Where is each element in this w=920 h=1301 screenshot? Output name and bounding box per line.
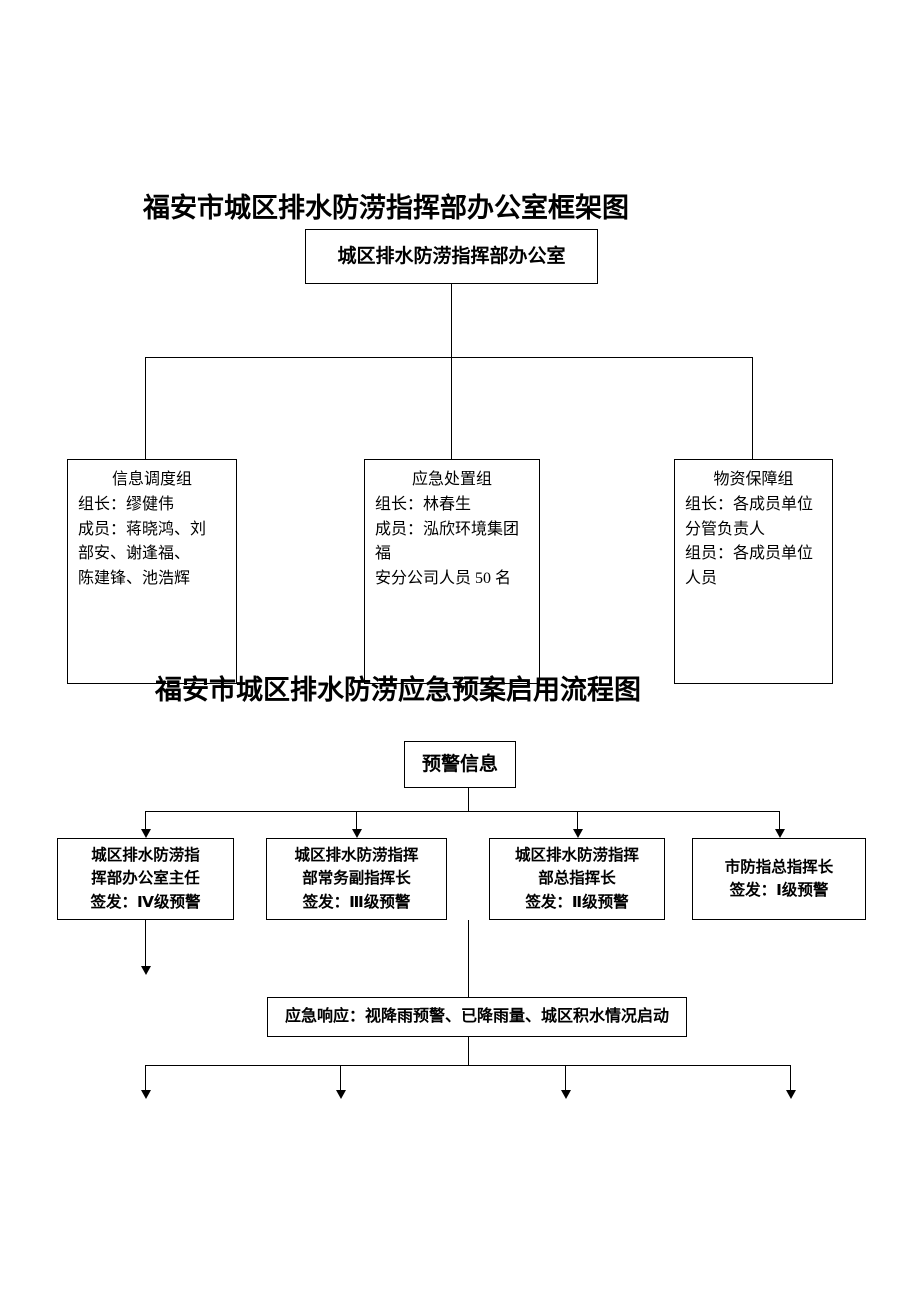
level-line: 城区排水防涝指 — [91, 847, 200, 865]
figure2-alert-label: 预警信息 — [421, 753, 498, 775]
connector-bottom-bus — [145, 1065, 790, 1066]
group-header: 应急处置组 — [411, 471, 492, 488]
arrow-icon — [573, 829, 583, 838]
figure1-title: 福安市城区排水防涝指挥部办公室框架图 — [143, 193, 629, 223]
connector-bottom-drop — [790, 1065, 791, 1090]
connector-alert-stem — [468, 788, 469, 811]
group-line: 分管负责人 — [685, 520, 766, 538]
arrow-icon — [352, 829, 362, 838]
connector-level-bus — [145, 811, 779, 812]
group-line: 部安、谢逢福、 — [78, 545, 191, 563]
level-line: 部总指挥长 — [538, 870, 616, 888]
figure2-alert-node: 预警信息 — [404, 741, 516, 788]
level-line: 市防指总指挥长 — [724, 858, 834, 876]
figure1-root-label: 城区排水防涝指挥部办公室 — [337, 245, 566, 267]
arrow-icon — [336, 1090, 346, 1099]
connector-level-drop — [779, 811, 780, 829]
connector-response-drop — [145, 920, 146, 966]
group-line: 安分公司人员 50 名 — [375, 570, 512, 588]
figure1-group-box: 应急处置组 组长：林春生 成员：泓欣环境集团福 安分公司人员 50 名 — [364, 459, 540, 684]
group-line: 成员：泓欣环境集团福 — [375, 520, 520, 563]
connector-bottom-drop — [340, 1065, 341, 1090]
group-line: 组员：各成员单位 — [685, 545, 814, 563]
figure2-title: 福安市城区排水防涝应急预案启用流程图 — [155, 675, 641, 705]
level-line: 签发：Ⅲ级预警 — [302, 893, 411, 911]
group-line: 组长：缪健伟 — [78, 495, 175, 513]
connector-level-drop — [577, 811, 578, 829]
arrow-icon — [141, 1090, 151, 1099]
group-line: 陈建锋、池浩辉 — [78, 570, 191, 588]
group-header: 信息调度组 — [111, 471, 192, 488]
figure2-level-box: 城区排水防涝指挥 部常务副指挥长 签发：Ⅲ级预警 — [266, 838, 447, 920]
connector-bottom-drop — [565, 1065, 566, 1090]
level-line: 签发：Ⅰ级预警 — [729, 882, 829, 899]
figure2-level-box: 城区排水防涝指 挥部办公室主任 签发：Ⅳ级预警 — [57, 838, 234, 920]
figure2-response-label: 应急响应：视降雨预警、已降雨量、城区积水情况启动 — [284, 1007, 669, 1025]
arrow-icon — [786, 1090, 796, 1099]
arrow-icon — [775, 829, 785, 838]
group-line: 成员：蒋晓鸿、刘 — [78, 520, 207, 538]
level-line: 挥部办公室主任 — [91, 870, 200, 888]
connector-level-drop — [356, 811, 357, 829]
connector-bus — [145, 357, 752, 358]
connector-level-drop — [145, 811, 146, 829]
group-line: 组长：林春生 — [375, 495, 472, 513]
connector-branch-mid — [451, 357, 452, 459]
level-line: 签发：Ⅳ级预警 — [90, 893, 201, 911]
connector-response-stem — [468, 920, 469, 997]
figure1-group-box: 物资保障组 组长：各成员单位 分管负责人 组员：各成员单位 人员 — [674, 459, 833, 684]
level-line: 签发：Ⅱ级预警 — [525, 893, 629, 911]
arrow-icon — [561, 1090, 571, 1099]
level-line: 城区排水防涝指挥 — [294, 847, 419, 865]
group-line: 人员 — [685, 570, 718, 588]
connector-branch-left — [145, 357, 146, 459]
level-line: 部常务副指挥长 — [302, 870, 411, 888]
figure1-root-node: 城区排水防涝指挥部办公室 — [305, 229, 598, 284]
arrow-icon — [141, 829, 151, 838]
figure2-response-node: 应急响应：视降雨预警、已降雨量、城区积水情况启动 — [267, 997, 687, 1037]
connector-bottom-drop — [145, 1065, 146, 1090]
connector-root-stem — [451, 284, 452, 357]
figure2-level-box: 市防指总指挥长 签发：Ⅰ级预警 — [692, 838, 866, 920]
group-header: 物资保障组 — [713, 471, 794, 488]
connector-response-out — [468, 1037, 469, 1065]
figure1-group-box: 信息调度组 组长：缪健伟 成员：蒋晓鸿、刘 部安、谢逢福、 陈建锋、池浩辉 — [67, 459, 237, 684]
level-line: 城区排水防涝指挥 — [514, 847, 639, 865]
group-line: 组长：各成员单位 — [685, 495, 814, 513]
connector-branch-right — [752, 357, 753, 459]
figure2-level-box: 城区排水防涝指挥 部总指挥长 签发：Ⅱ级预警 — [489, 838, 665, 920]
arrow-icon — [141, 966, 151, 975]
